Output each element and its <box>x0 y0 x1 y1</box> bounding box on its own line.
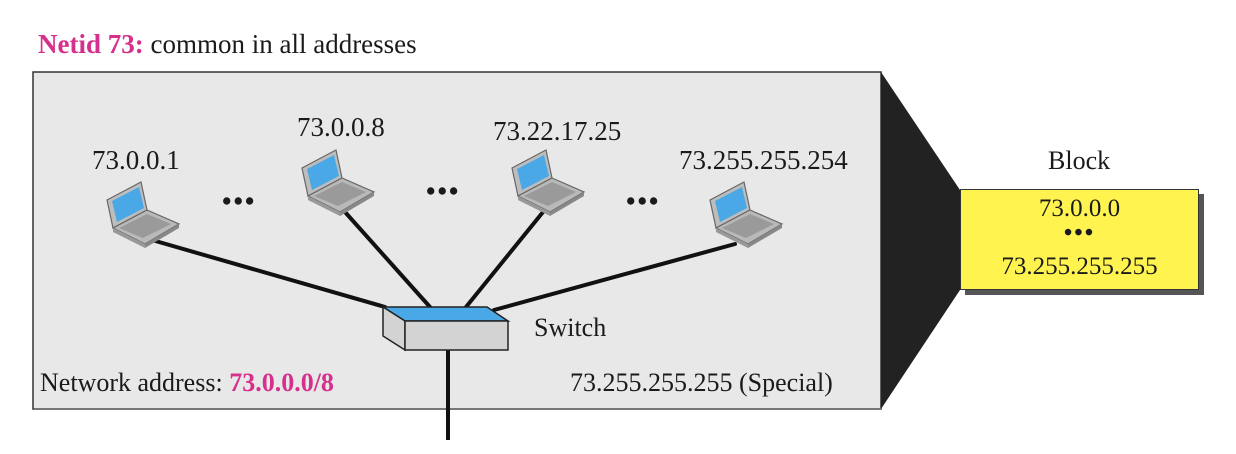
diagram-title: Netid 73: common in all addresses <box>38 29 417 60</box>
network-address-value: 73.0.0.0/8 <box>229 368 334 397</box>
address-block: 73.0.0.0 ••• 73.255.255.255 <box>960 189 1199 290</box>
switch-icon <box>380 305 511 352</box>
netid-label: Netid 73: <box>38 29 144 59</box>
block-last-address: 73.255.255.255 <box>1001 253 1158 280</box>
host-address: 73.0.0.8 <box>297 112 385 142</box>
ellipsis-icon: ••• <box>1063 220 1096 246</box>
network-address-label: Network address: <box>40 368 223 397</box>
funnel-shape <box>881 72 960 409</box>
switch-label: Switch <box>534 313 607 342</box>
block-first-address: 73.0.0.0 <box>1038 195 1121 222</box>
host-address: 73.255.255.254 <box>679 145 848 175</box>
cable-host-3 <box>464 210 545 309</box>
block-label: Block <box>1048 146 1111 175</box>
host-address: 73.0.0.1 <box>92 145 180 175</box>
ellipsis-icon: ••• <box>222 186 257 216</box>
cables <box>150 210 737 440</box>
netid-caption: common in all addresses <box>150 29 417 59</box>
ellipsis-icon: ••• <box>626 186 661 216</box>
cable-host-1 <box>150 238 387 309</box>
ellipsis-icon: ••• <box>426 176 461 206</box>
cable-host-2 <box>343 210 432 309</box>
special-address: 73.255.255.255 (Special) <box>570 368 833 397</box>
host-address: 73.22.17.25 <box>493 116 622 146</box>
network-address: Network address: 73.0.0.0/8 <box>40 368 334 398</box>
cable-host-4 <box>492 242 737 312</box>
